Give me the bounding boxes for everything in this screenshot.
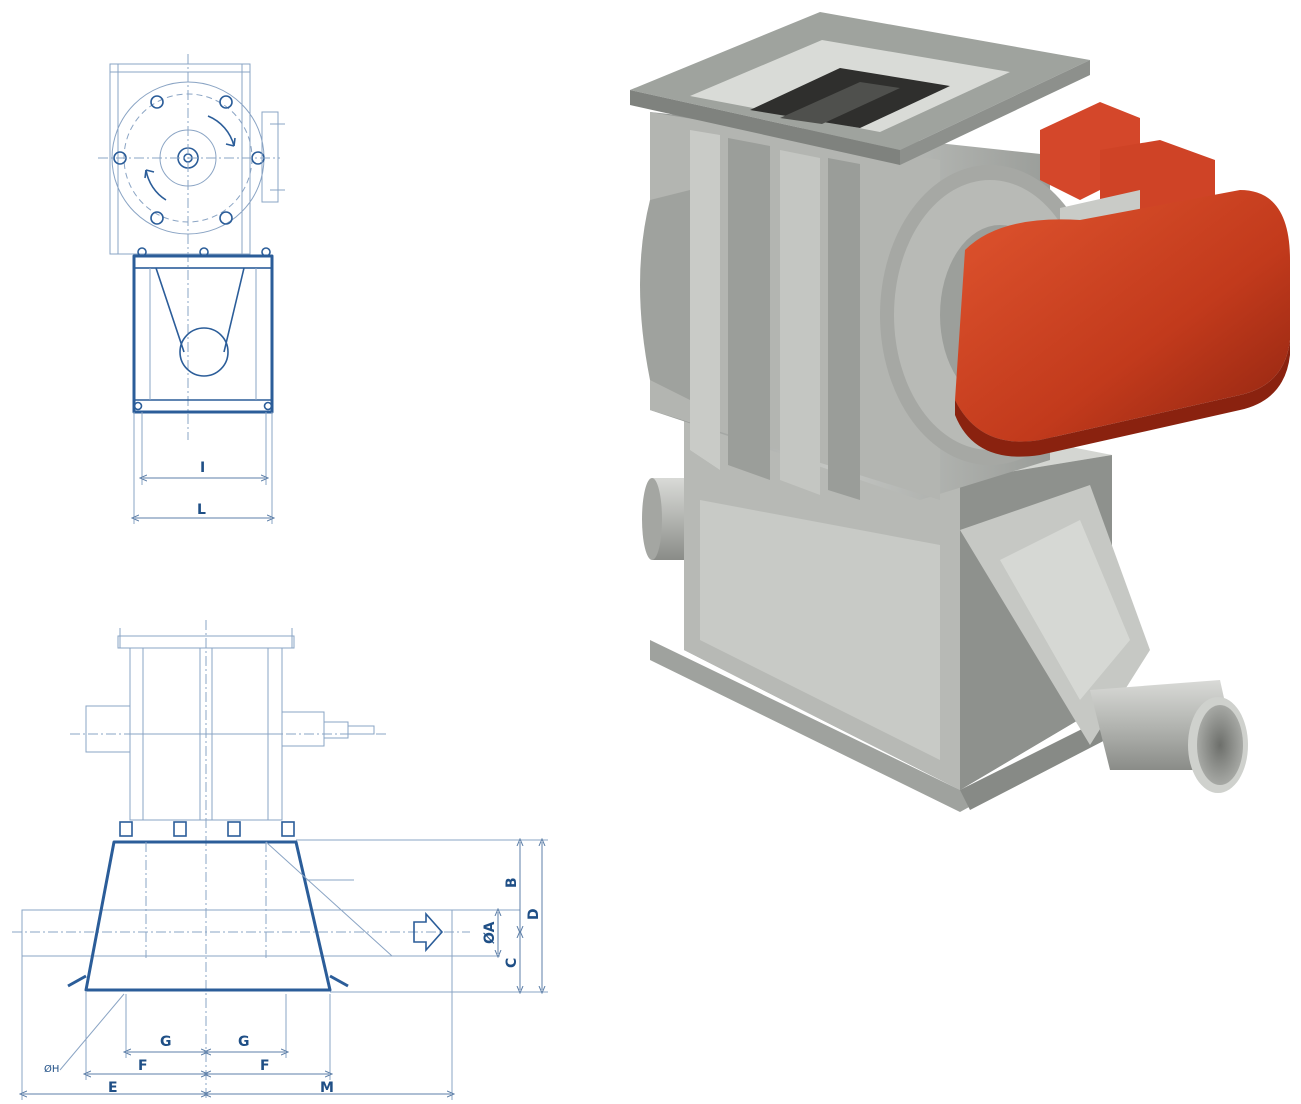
rotary-valve-3d-render <box>630 12 1290 812</box>
dim-label-g-left: G <box>160 1034 172 1050</box>
side-pipe-stub <box>642 478 690 560</box>
dim-label-f-right: F <box>260 1058 270 1074</box>
dim-label-g-right: G <box>238 1034 250 1050</box>
dim-label-f-left: F <box>138 1058 148 1074</box>
dim-label-e: E <box>108 1080 118 1096</box>
inlet-flange <box>630 12 1090 165</box>
dim-label-b: B <box>504 877 520 888</box>
dim-label-i: I <box>200 460 205 476</box>
dim-label-diameter-a: ØA <box>482 921 498 944</box>
dim-label-m: M <box>320 1080 334 1096</box>
drive-motor-gearbox <box>955 102 1290 457</box>
discharge-outlet-pipe <box>960 485 1248 793</box>
side-view-drawing: B ØA C D G G F F ØH E M <box>12 620 548 1100</box>
dim-label-c: C <box>504 958 520 968</box>
top-view-drawing: I L <box>98 54 285 524</box>
dim-label-l: L <box>197 502 206 518</box>
dim-label-diameter-h: ØH <box>44 1063 59 1075</box>
dim-label-d: D <box>526 908 542 920</box>
